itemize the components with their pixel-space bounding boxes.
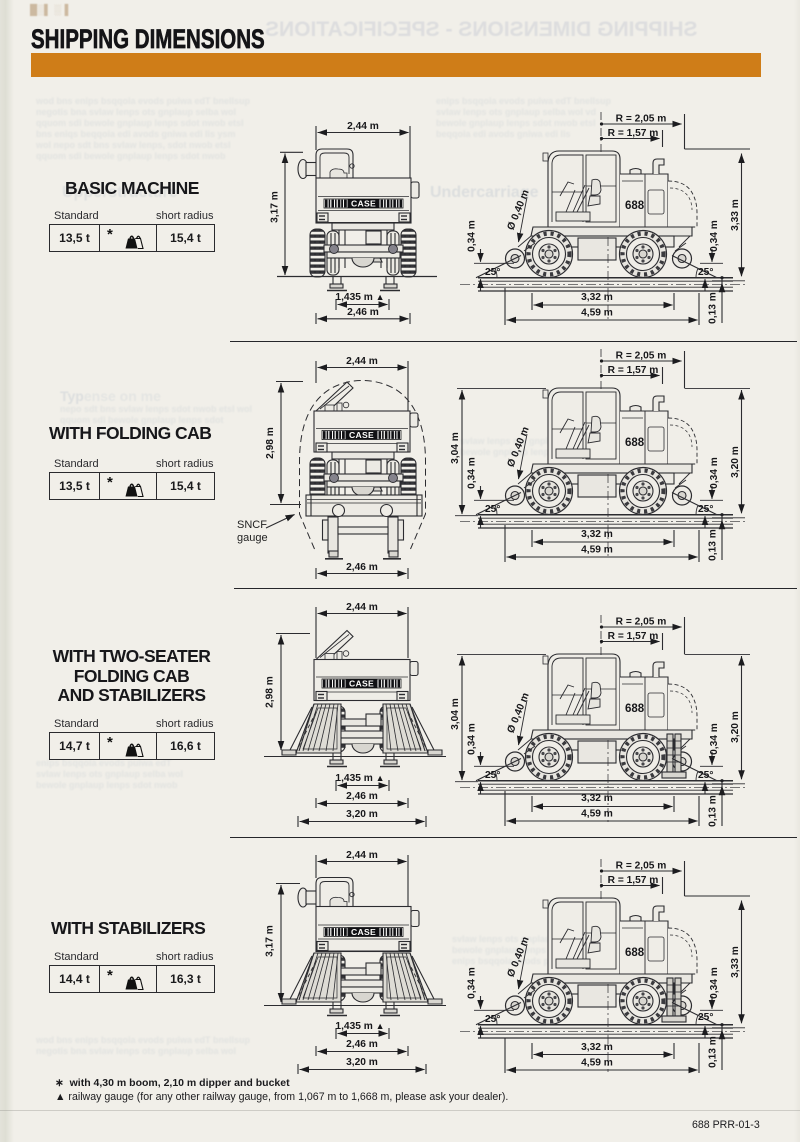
svg-text:2,44 m: 2,44 m <box>346 602 378 613</box>
svg-text:2,44 m: 2,44 m <box>346 356 378 367</box>
svg-text:Ø 0,40 m: Ø 0,40 m <box>506 935 532 979</box>
svg-text:3,20 m: 3,20 m <box>346 1057 378 1068</box>
svg-text:25°: 25° <box>485 1014 500 1025</box>
svg-text:2,46 m: 2,46 m <box>346 791 378 802</box>
svg-text:0,13 m: 0,13 m <box>708 795 719 827</box>
svg-text:1,435 m ▲: 1,435 m ▲ <box>335 773 384 784</box>
svg-text:0,34 m: 0,34 m <box>709 967 720 999</box>
svg-text:25°: 25° <box>698 1012 713 1023</box>
svg-text:0,13 m: 0,13 m <box>708 292 719 324</box>
svg-text:3,33 m: 3,33 m <box>730 199 741 231</box>
svg-text:3,32 m: 3,32 m <box>581 292 613 303</box>
svg-text:2,44 m: 2,44 m <box>347 121 379 132</box>
svg-text:3,04 m: 3,04 m <box>450 432 461 464</box>
svg-text:Ø 0,40 m: Ø 0,40 m <box>506 188 532 232</box>
svg-text:25°: 25° <box>698 770 713 781</box>
svg-text:3,17 m: 3,17 m <box>270 191 281 223</box>
svg-text:4,59 m: 4,59 m <box>581 809 613 820</box>
svg-text:Ø 0,40 m: Ø 0,40 m <box>506 691 532 735</box>
svg-text:3,20 m: 3,20 m <box>346 809 378 820</box>
svg-text:0,34 m: 0,34 m <box>709 457 720 489</box>
svg-text:3,32 m: 3,32 m <box>581 793 613 804</box>
svg-text:R = 1,57 m: R = 1,57 m <box>608 631 659 642</box>
svg-text:25°: 25° <box>485 770 500 781</box>
svg-text:4,59 m: 4,59 m <box>581 1058 613 1069</box>
svg-text:3,20 m: 3,20 m <box>730 711 741 743</box>
svg-text:3,32 m: 3,32 m <box>581 1042 613 1053</box>
svg-text:R = 2,05 m: R = 2,05 m <box>616 617 667 628</box>
svg-text:R = 2,05 m: R = 2,05 m <box>616 351 667 362</box>
svg-text:3,04 m: 3,04 m <box>450 698 461 730</box>
svg-text:0,13 m: 0,13 m <box>708 529 719 561</box>
svg-text:R = 1,57 m: R = 1,57 m <box>608 365 659 376</box>
svg-text:R = 1,57 m: R = 1,57 m <box>608 875 659 886</box>
svg-text:2,98 m: 2,98 m <box>265 427 276 459</box>
svg-text:3,32 m: 3,32 m <box>581 529 613 540</box>
svg-text:1,435 m ▲: 1,435 m ▲ <box>335 1021 384 1032</box>
svg-text:0,34 m: 0,34 m <box>467 967 478 999</box>
svg-text:2,46 m: 2,46 m <box>346 562 378 573</box>
svg-text:25°: 25° <box>698 504 713 515</box>
svg-text:4,59 m: 4,59 m <box>581 308 613 319</box>
svg-text:0,34 m: 0,34 m <box>467 723 478 755</box>
svg-text:2,98 m: 2,98 m <box>265 676 276 708</box>
svg-text:4,59 m: 4,59 m <box>581 545 613 556</box>
svg-text:25°: 25° <box>698 267 713 278</box>
svg-text:Ø 0,40 m: Ø 0,40 m <box>506 425 532 469</box>
svg-text:R = 2,05 m: R = 2,05 m <box>616 114 667 125</box>
svg-text:25°: 25° <box>485 504 500 515</box>
svg-text:25°: 25° <box>485 267 500 278</box>
svg-text:0,13 m: 0,13 m <box>708 1036 719 1068</box>
svg-text:1,435 m ▲: 1,435 m ▲ <box>335 292 384 303</box>
svg-text:3,20 m: 3,20 m <box>730 446 741 478</box>
svg-text:3,33 m: 3,33 m <box>730 946 741 978</box>
svg-text:0,34 m: 0,34 m <box>709 220 720 252</box>
svg-text:3,17 m: 3,17 m <box>265 925 276 957</box>
svg-text:0,34 m: 0,34 m <box>467 457 478 489</box>
svg-text:R = 1,57 m: R = 1,57 m <box>608 128 659 139</box>
svg-text:0,34 m: 0,34 m <box>709 723 720 755</box>
svg-text:0,34 m: 0,34 m <box>467 220 478 252</box>
svg-text:2,46 m: 2,46 m <box>347 307 379 318</box>
svg-text:2,44 m: 2,44 m <box>346 850 378 861</box>
svg-text:R = 2,05 m: R = 2,05 m <box>616 861 667 872</box>
svg-text:2,46 m: 2,46 m <box>346 1039 378 1050</box>
